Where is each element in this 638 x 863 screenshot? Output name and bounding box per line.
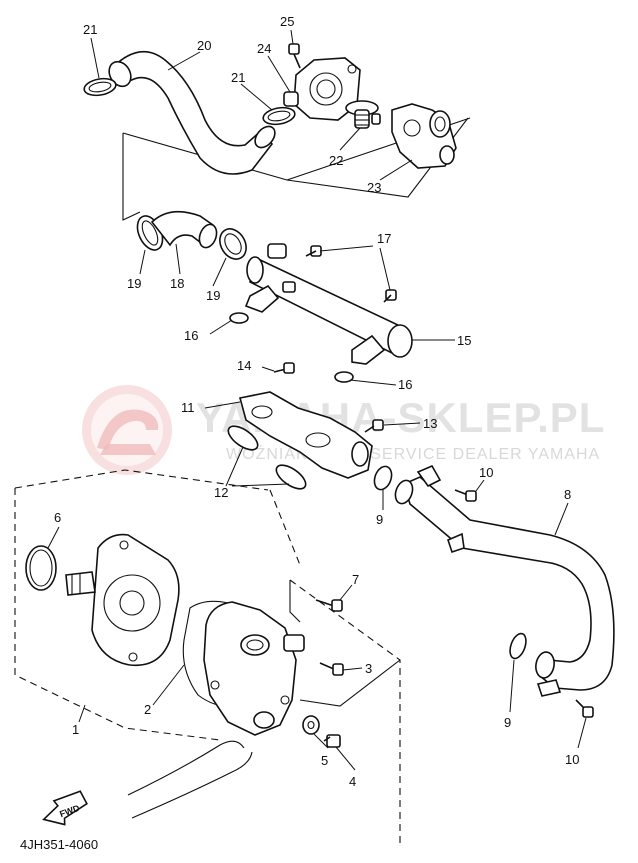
pump-bolt-bracket <box>289 580 301 623</box>
part-22-thermostat <box>345 100 381 129</box>
part-21-hose-clamp-a <box>83 77 117 97</box>
watermark-logo <box>82 385 172 475</box>
part-25-bolt <box>288 43 301 69</box>
label-2: 2 <box>144 702 151 717</box>
part-3-bolt <box>319 662 344 676</box>
part-21-hose-clamp-b <box>262 106 296 126</box>
label-22: 22 <box>329 153 343 168</box>
label-13: 13 <box>423 416 437 431</box>
label-18: 18 <box>170 276 184 291</box>
water-pump-housing <box>203 601 305 736</box>
pump-box-top <box>14 469 269 491</box>
part-19-hose-clamp-b <box>219 228 247 260</box>
label-15: 15 <box>457 333 471 348</box>
label-14: 14 <box>237 358 251 373</box>
label-24: 24 <box>257 41 271 56</box>
label-12: 12 <box>214 485 228 500</box>
part-7-bolt <box>315 599 343 612</box>
label-6: 6 <box>54 510 61 525</box>
part-16-o-ring-a <box>229 312 249 324</box>
water-pump-body <box>65 533 180 667</box>
pump-box-right <box>289 579 401 845</box>
part-15-water-pipe <box>244 243 413 365</box>
part-17-bolt-a <box>305 245 322 257</box>
forward-arrow: FWD <box>42 790 88 826</box>
lower-hose-outline <box>127 740 253 819</box>
label-20: 20 <box>197 38 211 53</box>
part-6-o-ring <box>25 545 57 591</box>
part-9-o-ring-b <box>509 632 527 660</box>
pump-box-lower <box>299 659 401 707</box>
label-8: 8 <box>564 487 571 502</box>
label-9-b: 9 <box>504 715 511 730</box>
label-11: 11 <box>181 400 195 415</box>
part-12-gasket-a <box>227 425 259 451</box>
label-21-b: 21 <box>231 70 245 85</box>
label-19-b: 19 <box>206 288 220 303</box>
label-16-b: 16 <box>398 377 412 392</box>
part-4-drain-bolt <box>323 734 341 748</box>
label-19-a: 19 <box>127 276 141 291</box>
part-24-thermostat-cover <box>283 57 361 121</box>
label-10-b: 10 <box>565 752 579 767</box>
part-23-thermostat-housing <box>391 103 457 169</box>
label-4: 4 <box>349 774 356 789</box>
part-11-pipe-joint <box>239 391 373 479</box>
part-20-radiator-hose-upper <box>108 50 276 175</box>
part-16-o-ring-b <box>334 371 354 383</box>
part-9-o-ring-a <box>373 465 393 491</box>
part-12-gasket-b <box>275 464 307 490</box>
label-1: 1 <box>72 722 79 737</box>
part-8-water-pipe <box>394 464 615 697</box>
part-10-bolt-b <box>575 699 594 718</box>
label-10-a: 10 <box>479 465 493 480</box>
part-10-bolt-a <box>454 489 477 502</box>
label-5: 5 <box>321 753 328 768</box>
watermark-sub-text: WOŹNIAK MOTO SERVICE DEALER YAMAHA <box>226 444 600 463</box>
label-17: 17 <box>377 231 391 246</box>
label-7: 7 <box>352 572 359 587</box>
label-23: 23 <box>367 180 381 195</box>
leader-lines <box>47 29 587 771</box>
label-9-a: 9 <box>376 512 383 527</box>
diagram-code: 4JH351-4060 <box>20 837 98 852</box>
label-16-a: 16 <box>184 328 198 343</box>
label-21-a: 21 <box>83 22 97 37</box>
label-25: 25 <box>280 14 294 29</box>
pump-box-diag <box>269 489 301 566</box>
part-14-bolt <box>273 362 295 374</box>
part-labels: 21 20 21 25 24 22 23 19 18 19 17 16 15 1… <box>54 14 579 789</box>
part-13-bolt <box>364 419 384 433</box>
part-17-bolt-b <box>383 289 397 303</box>
label-3: 3 <box>365 661 372 676</box>
part-18-hose <box>150 210 218 249</box>
outline-hose-group <box>122 133 141 221</box>
part-5-washer <box>302 715 320 735</box>
